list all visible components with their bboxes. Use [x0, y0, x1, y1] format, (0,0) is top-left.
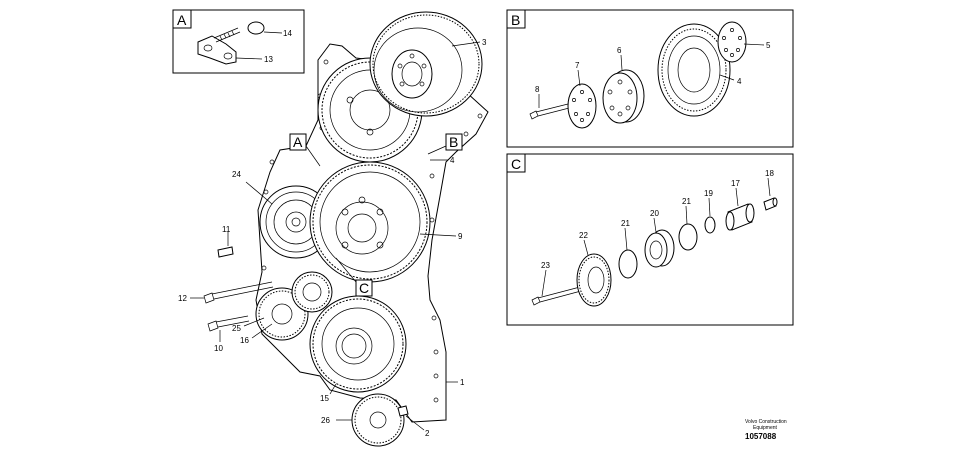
pin-part-18 [763, 197, 778, 211]
large-gear-part-9 [309, 161, 431, 283]
bracket-part-13 [197, 27, 241, 65]
plate-part-5 [717, 21, 747, 63]
ring-part-19 [704, 216, 716, 234]
label-11: 11 [222, 225, 231, 234]
detail-box-c-title: C [511, 156, 521, 172]
bolt-part-12 [203, 281, 274, 304]
label-24: 24 [232, 170, 241, 179]
crank-gear-part-15 [309, 295, 407, 393]
label-b-6: 6 [617, 46, 622, 55]
detail-box-b-title: B [511, 12, 520, 28]
callout-c-letter: C [359, 280, 369, 296]
label-2: 2 [425, 429, 430, 438]
callout-b-letter: B [449, 134, 458, 150]
label-9: 9 [458, 232, 463, 241]
label-b-7: 7 [575, 61, 580, 70]
label-14: 14 [283, 29, 292, 38]
label-c-18: 18 [765, 169, 774, 178]
bearing-gear-part [291, 271, 333, 313]
callout-b: B [427, 133, 463, 155]
label-3: 3 [482, 38, 487, 47]
label-13: 13 [264, 55, 273, 64]
label-25: 25 [232, 324, 241, 333]
label-10: 10 [214, 344, 223, 353]
flywheel-part-3 [369, 11, 483, 117]
detail-box-b: B [506, 9, 794, 148]
label-c-22: 22 [579, 231, 588, 240]
footer-credit: Volvo Construction Equipment 1057088 [745, 419, 787, 441]
callout-c: C [335, 257, 373, 297]
label-c-20: 20 [650, 209, 659, 218]
label-b-8: 8 [535, 85, 540, 94]
gear-part-22 [576, 253, 612, 307]
label-26: 26 [321, 416, 330, 425]
detail-box-a-title: A [177, 12, 187, 28]
label-b-4: 4 [737, 77, 742, 86]
label-1: 1 [460, 378, 465, 387]
bolt-part-2 [397, 405, 409, 417]
footer-company: Volvo Construction [745, 419, 787, 425]
bushing-part-17 [725, 203, 755, 231]
bolt-part-10 [207, 315, 250, 332]
label-12: 12 [178, 294, 187, 303]
label-c-19: 19 [704, 189, 713, 198]
label-c-21a: 21 [621, 219, 630, 228]
snap-ring-part-21a [618, 249, 638, 279]
label-c-17: 17 [731, 179, 740, 188]
detail-box-a: A 14 13 [172, 9, 305, 74]
snap-ring-part-21b [678, 223, 698, 251]
bolt-part-11 [217, 246, 234, 258]
washer-plate-part-7 [567, 83, 597, 129]
bearing-part-20 [644, 229, 675, 268]
o-ring-part-14 [247, 21, 265, 35]
ring-gear-part-4 [657, 23, 731, 117]
detail-box-c: C [506, 153, 794, 326]
label-16: 16 [240, 336, 249, 345]
bolt-part-23 [531, 286, 582, 306]
oil-pump-gear-part-26 [351, 393, 405, 447]
label-b-5: 5 [766, 41, 771, 50]
main-assembly: A B C 3 4 24 9 11 12 25 16 10 1 15 26 2 [178, 11, 489, 447]
label-c-21b: 21 [682, 197, 691, 206]
hub-part-6 [602, 69, 645, 124]
label-c-23: 23 [541, 261, 550, 270]
footer-number: 1057088 [745, 432, 777, 441]
footer-subtitle: Equipment [753, 425, 778, 431]
label-4: 4 [450, 156, 455, 165]
callout-a-letter: A [293, 134, 303, 150]
callout-a: A [289, 133, 321, 167]
label-15: 15 [320, 394, 329, 403]
